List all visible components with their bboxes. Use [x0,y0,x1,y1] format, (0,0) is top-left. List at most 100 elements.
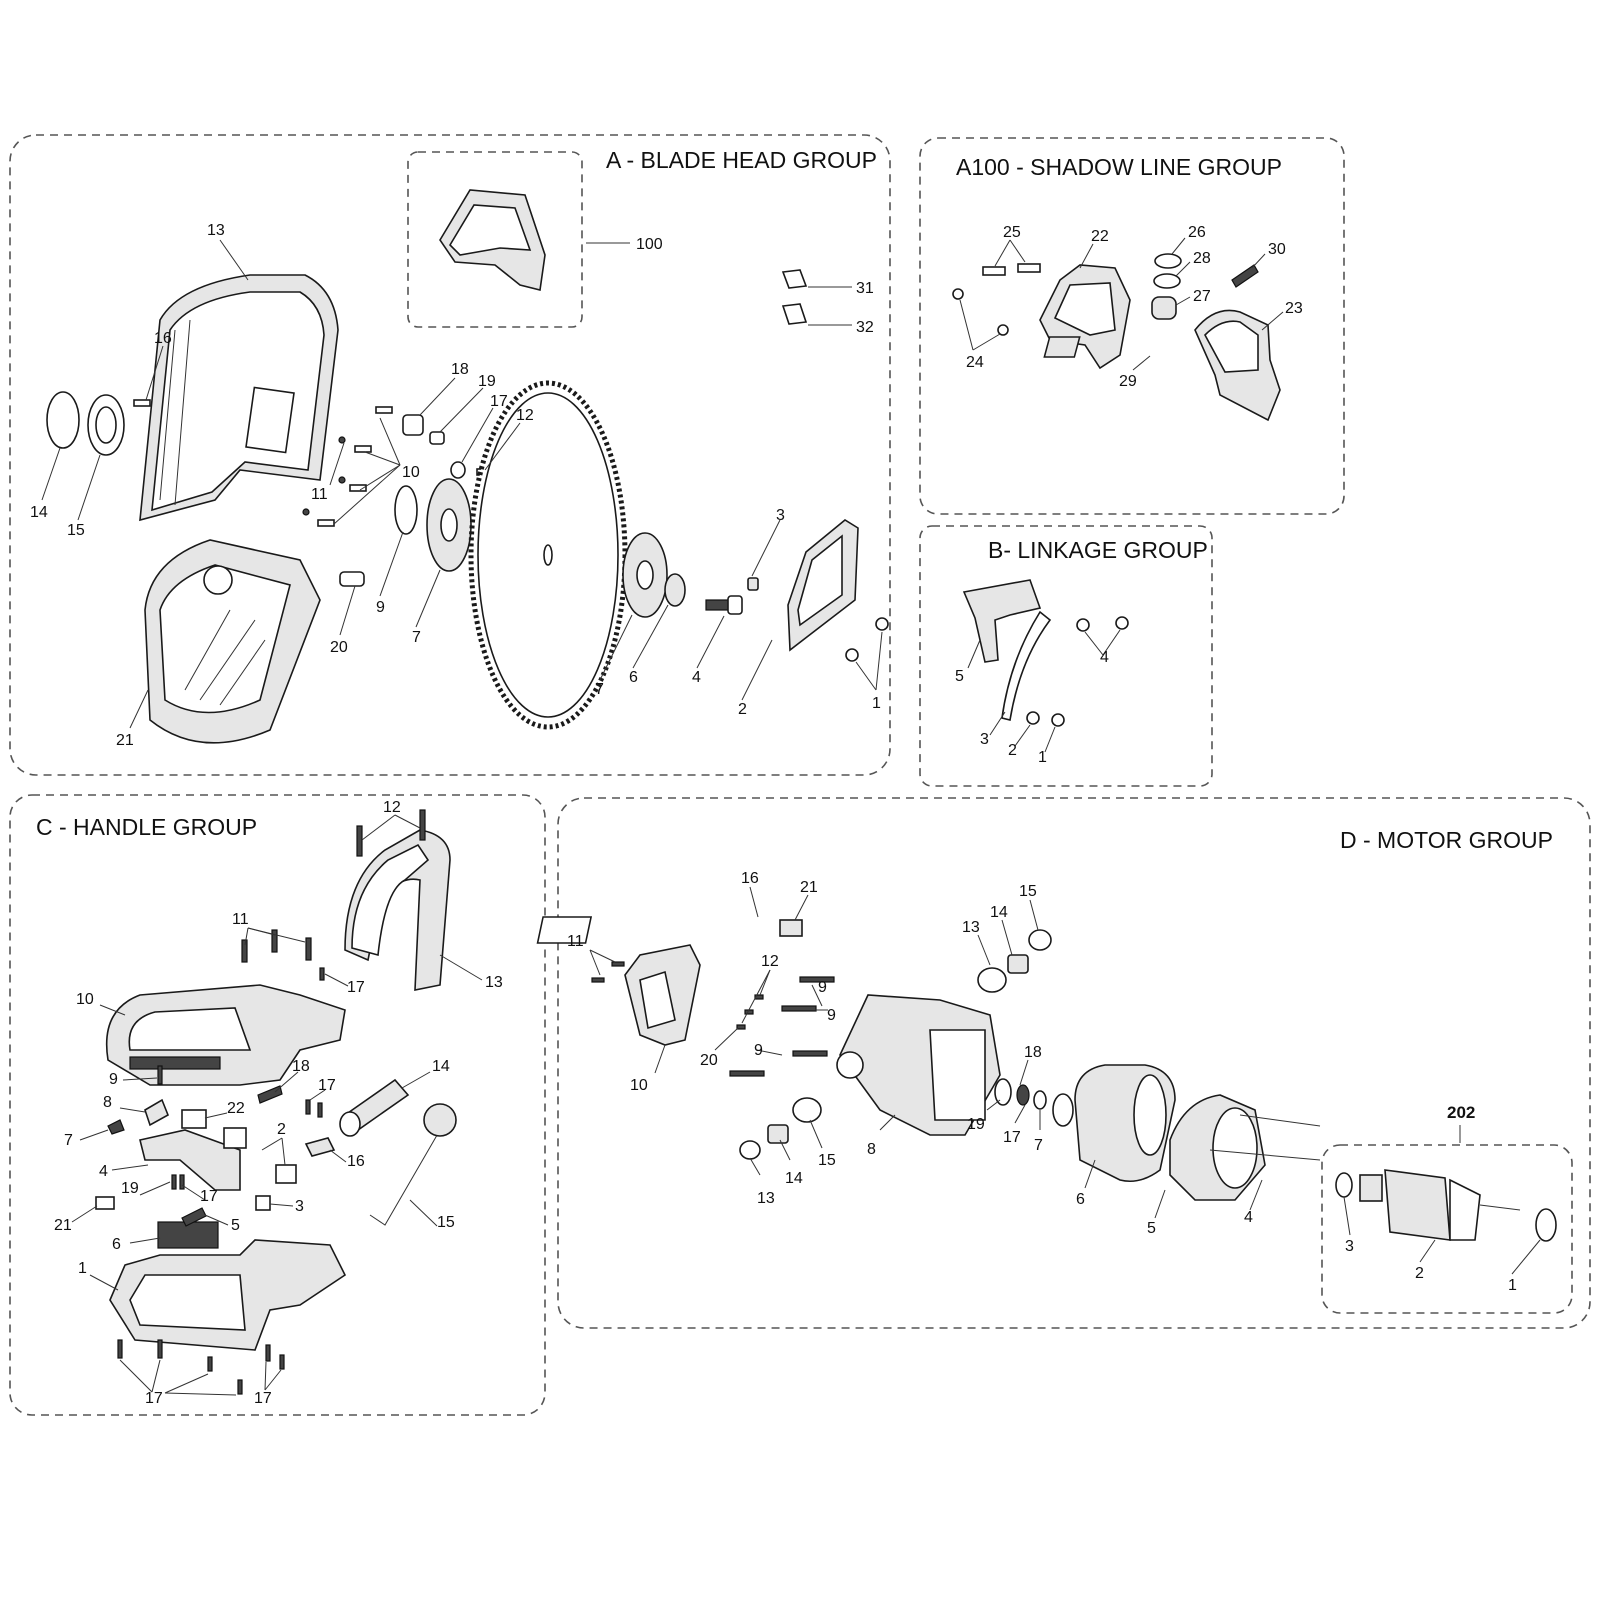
callout-13: 13 [485,974,503,991]
callout-19: 19 [967,1116,985,1133]
callout-4: 4 [692,669,701,686]
blade-head-group: A - BLADE HEAD GROUP [9,134,891,776]
through-bolt-part [1209,1149,1321,1161]
clip-ring-part [394,485,418,535]
callout-3: 3 [776,507,785,524]
motor-group-frame [557,797,1591,1329]
callout-18: 18 [292,1058,310,1075]
callout-9: 9 [109,1071,118,1088]
terminal-part [779,919,803,937]
callout-10: 10 [630,1077,648,1094]
callout-202: 202 [1447,1103,1475,1122]
callout-5: 5 [231,1217,240,1234]
callout-7: 7 [1034,1137,1043,1154]
callout-1: 1 [78,1260,87,1277]
callout-16: 16 [154,330,172,347]
shadow-line-callouts: 25 22 26 28 30 27 23 24 29 [966,224,1303,390]
shadow-line-leaders [959,237,1284,371]
cap-part [1154,253,1182,269]
shadow-line-cover-icon [1194,309,1281,422]
label-32-part [781,303,808,325]
bushing-part [402,414,424,436]
callout-12: 12 [761,953,779,970]
callout-15b: 15 [818,1152,836,1169]
callout-3: 3 [1345,1238,1354,1255]
handle-group-title: C - HANDLE GROUP [36,814,257,840]
callout-17: 17 [490,393,508,410]
callout-13b: 13 [757,1190,775,1207]
callout-18: 18 [1024,1044,1042,1061]
handle-callouts: 12 11 17 13 10 9 18 17 14 8 22 2 7 4 16 … [54,799,503,1407]
shadow-line-group-frame [919,137,1345,515]
handle-icon [344,829,451,991]
motor-leaders [589,886,1541,1275]
callout-15: 15 [1019,883,1037,900]
linkage-group-frame [919,525,1213,787]
callout-5: 5 [1147,1220,1156,1237]
pin-part [339,571,365,587]
callout-2: 2 [1415,1265,1424,1282]
shadow-line-group: A100 - SHADOW LINE GROUP [919,137,1345,515]
handle-base-icon [109,1239,347,1351]
callout-17b: 17 [318,1077,336,1094]
callout-7b: 7 [595,681,604,698]
through-bolt-part-2 [1239,1114,1321,1127]
callout-29: 29 [1119,373,1137,390]
screw-part [982,266,1006,276]
linkage-group-title: B- LINKAGE GROUP [988,537,1208,563]
callout-9c: 9 [754,1042,763,1059]
callout-6: 6 [112,1236,121,1253]
callout-3: 3 [295,1198,304,1215]
callout-21: 21 [54,1217,72,1234]
end-cap-icon [624,944,701,1046]
callout-6: 6 [1076,1191,1085,1208]
callout-11: 11 [311,486,328,503]
shadow-line-housing-icon [1039,264,1131,370]
callout-2: 2 [1008,742,1017,759]
spring-30-part [1231,264,1259,288]
power-cord-part [369,1103,457,1226]
linkage-callouts: 5 4 3 2 1 [955,649,1109,766]
callout-10: 10 [76,991,94,1008]
handle-group: C - HANDLE GROUP [9,794,546,1416]
callout-15: 15 [437,1214,455,1231]
blade-head-group-title: A - BLADE HEAD GROUP [606,147,877,173]
callout-18: 18 [451,361,469,378]
callout-3: 3 [980,731,989,748]
callout-14: 14 [30,504,48,521]
callout-9: 9 [376,599,385,616]
callout-9a: 9 [818,979,827,996]
callout-30: 30 [1268,241,1286,258]
callout-14: 14 [432,1058,450,1075]
callout-8: 8 [103,1094,112,1111]
callout-14: 14 [990,904,1008,921]
motor-screws [591,961,835,1077]
callout-2: 2 [738,701,747,718]
bearing-part [994,1078,1012,1106]
arbor-bolt-part [705,595,743,615]
callout-5: 5 [955,668,964,685]
callout-4: 4 [1244,1209,1253,1226]
callout-28: 28 [1193,250,1211,267]
callout-4: 4 [99,1163,108,1180]
handle-screws [117,809,426,1395]
handle-leaders [71,814,483,1396]
callout-26: 26 [1188,224,1206,241]
callout-11: 11 [232,911,249,928]
spring-ring-part [46,391,80,449]
callout-17: 17 [347,979,365,996]
callout-11: 11 [567,933,584,950]
callout-21: 21 [116,732,134,749]
handle-top-cover-icon [105,984,346,1086]
lower-guard-icon [144,539,321,744]
callout-17: 17 [1003,1129,1021,1146]
callout-32: 32 [856,319,874,336]
callout-17c: 17 [200,1188,218,1205]
switch-parts [95,1085,336,1249]
handle-group-frame [9,794,546,1416]
callout-16: 16 [741,870,759,887]
motor-group-title: D - MOTOR GROUP [1340,827,1553,853]
shadow-line-group-title: A100 - SHADOW LINE GROUP [956,154,1282,180]
motor-housing-icon [836,994,1001,1136]
callout-21: 21 [800,879,818,896]
